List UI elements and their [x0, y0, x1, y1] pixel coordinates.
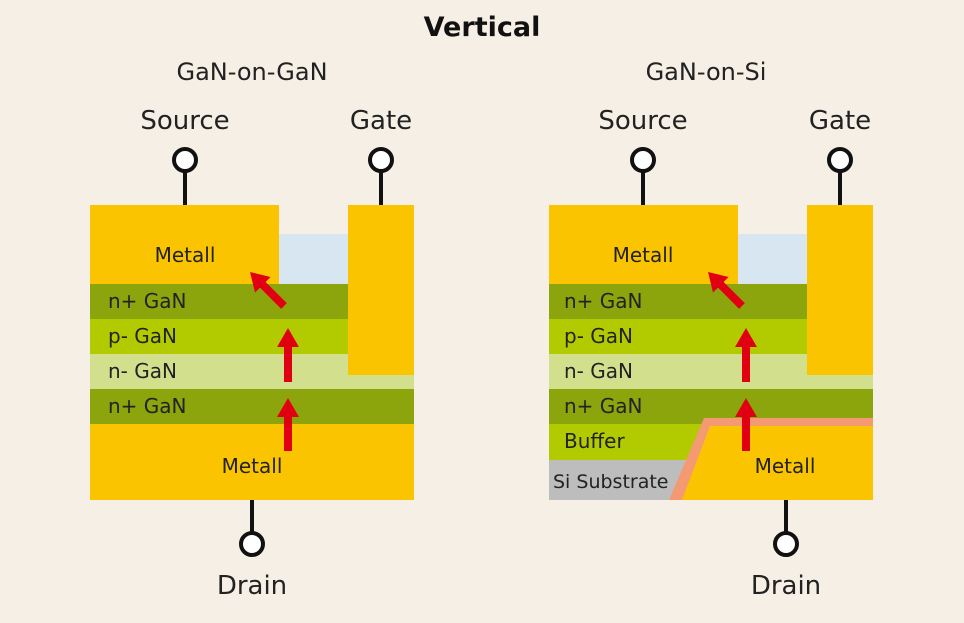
arrow-up-icon	[735, 328, 757, 382]
arrow-diagonal-icon	[250, 272, 287, 309]
p-gan-layer	[90, 319, 350, 354]
bottom-metal-label: Metall	[755, 454, 816, 478]
gate-metal	[348, 205, 414, 375]
drain-metal	[90, 424, 414, 500]
source-metal	[549, 205, 738, 284]
top-metal-label: Metall	[155, 243, 216, 267]
gate-label: Gate	[809, 106, 871, 136]
gan-on-gan-heading: GaN-on-GaN	[176, 58, 327, 86]
dielectric-region	[738, 234, 807, 284]
arrow-up-icon	[277, 328, 299, 382]
n-plus-gan-layer-top	[90, 284, 350, 319]
p-gan-layer	[549, 319, 809, 354]
source-label: Source	[140, 106, 229, 136]
n-plus-gan-layer-top	[549, 284, 809, 319]
layer-label-n-plus-bottom: n+ GaN	[108, 394, 187, 418]
layer-label-n-plus-top: n+ GaN	[108, 289, 187, 313]
drain-label: Drain	[217, 571, 287, 601]
layer-label-n-minus: n- GaN	[108, 359, 177, 383]
drain-terminal-icon	[773, 531, 799, 557]
layer-label-n-plus-top: n+ GaN	[564, 289, 643, 313]
gate-metal	[807, 205, 873, 375]
bottom-metal-label: Metall	[222, 454, 283, 478]
gan-on-si-device: GaN-on-Si Metall n+ GaN p- GaN n- GaN n+…	[549, 58, 873, 601]
dielectric-region	[279, 234, 348, 284]
layer-label-n-minus: n- GaN	[564, 359, 633, 383]
gate-label: Gate	[350, 106, 412, 136]
arrow-diagonal-icon	[708, 272, 745, 309]
drain-terminal-icon	[239, 531, 265, 557]
drain-label: Drain	[751, 571, 821, 601]
layer-label-p-minus: p- GaN	[108, 324, 177, 348]
page-title: Vertical	[424, 12, 541, 43]
source-label: Source	[598, 106, 687, 136]
top-metal-label: Metall	[613, 243, 674, 267]
source-terminal-icon	[630, 147, 656, 173]
n-plus-gan-layer-bottom	[90, 389, 414, 424]
layer-label-p-minus: p- GaN	[564, 324, 633, 348]
source-terminal-icon	[172, 147, 198, 173]
arrow-up-icon	[735, 398, 757, 451]
current-flow-arrows	[708, 272, 757, 451]
layer-label-buffer: Buffer	[564, 429, 625, 453]
si-substrate-label: Si Substrate	[553, 471, 668, 493]
gan-on-gan-device: GaN-on-GaN Metall n+ GaN p- GaN n- GaN n…	[90, 58, 414, 601]
layer-label-n-plus-bottom: n+ GaN	[564, 394, 643, 418]
gan-on-si-heading: GaN-on-Si	[646, 58, 767, 86]
current-flow-arrows	[250, 272, 299, 451]
arrow-up-icon	[277, 398, 299, 451]
gate-terminal-icon	[368, 147, 394, 173]
gate-terminal-icon	[827, 147, 853, 173]
source-metal	[90, 205, 279, 284]
drain-metal	[682, 426, 873, 500]
